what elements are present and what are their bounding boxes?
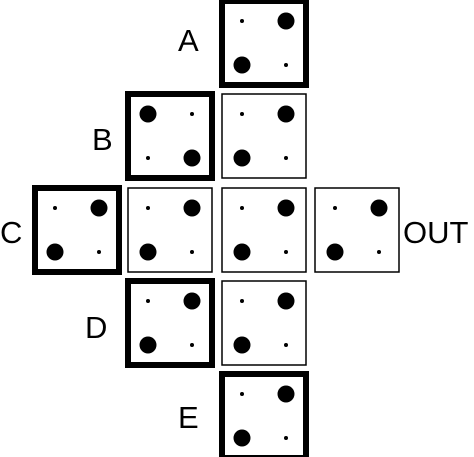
small-dot [240,112,244,116]
small-dot [97,250,101,254]
label-d: D [85,310,107,345]
large-dot [233,149,251,167]
small-dot [53,206,57,210]
small-dot [377,250,381,254]
cell-a [219,0,309,88]
cell-border [125,278,215,368]
large-dot [233,56,251,74]
cell-border [221,280,307,366]
large-dot [183,292,201,310]
small-dot [240,392,244,396]
cells-layer [32,0,400,457]
label-e: E [178,400,199,435]
large-dot [183,149,201,167]
large-dot [139,243,157,261]
cell-border [314,187,400,273]
cell-r3c2 [221,280,307,366]
small-dot [146,299,150,303]
label-c: C [0,215,22,250]
small-dot [284,436,288,440]
cell-border [219,0,309,88]
small-dot [190,343,194,347]
small-dot [190,250,194,254]
cell-d [125,278,215,368]
large-dot [139,105,157,123]
small-dot [240,206,244,210]
small-dot [240,299,244,303]
cell-e [219,371,309,457]
cell-r2c1 [127,187,213,273]
large-dot [183,199,201,217]
large-dot [277,12,295,30]
small-dot [190,112,194,116]
large-dot [370,199,388,217]
small-dot [240,19,244,23]
large-dot [277,385,295,403]
small-dot [333,206,337,210]
large-dot [139,336,157,354]
cell-border [219,371,309,457]
label-b: B [92,122,113,157]
large-dot [233,429,251,447]
small-dot [146,156,150,160]
large-dot [277,105,295,123]
cell-r2c2 [221,187,307,273]
label-out: OUT [403,215,469,250]
cell-b [125,91,215,181]
large-dot [90,199,108,217]
cell-border [221,187,307,273]
cell-border [32,185,122,275]
large-dot [326,243,344,261]
cell-out [314,187,400,273]
cell-border [125,91,215,181]
small-dot [284,63,288,67]
large-dot [233,243,251,261]
cell-border [221,93,307,179]
label-a: A [178,23,199,58]
cell-r1c2 [221,93,307,179]
small-dot [284,343,288,347]
cell-border [127,187,213,273]
large-dot [277,292,295,310]
large-dot [277,199,295,217]
small-dot [284,250,288,254]
large-dot [46,243,64,261]
small-dot [146,206,150,210]
cell-c [32,185,122,275]
small-dot [284,156,288,160]
large-dot [233,336,251,354]
